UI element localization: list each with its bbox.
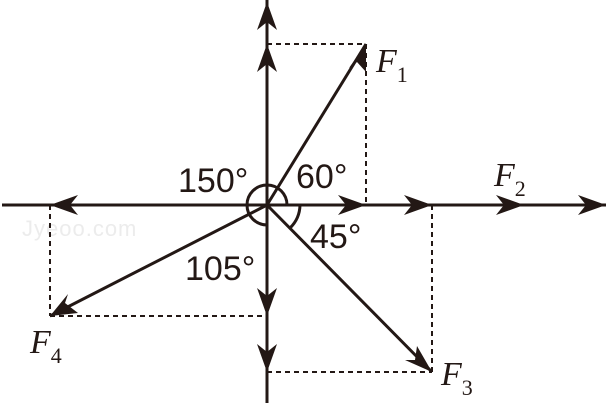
f4-label: F4 [29,324,62,368]
f1-vector [265,43,368,206]
f3-vector [265,203,434,374]
arrowhead-f2 [496,195,524,215]
arrowhead-down-inner [257,288,277,316]
f3-label: F3 [440,356,473,400]
dashed-construction-lines [49,43,433,373]
arrowhead-f1 [349,44,366,72]
angle-label-105: 105° [185,250,255,288]
angle-label-45: 45° [310,218,361,256]
arrowhead-up-outer [257,2,277,30]
f4-vector [49,203,268,318]
f2-label: F2 [493,157,526,201]
angle-label-150: 150° [178,162,248,200]
angle-label-60: 60° [296,158,347,196]
arrowhead-left [50,195,78,215]
watermark: Jyeoo.com [22,216,137,241]
arrowhead-f3 [405,346,432,372]
arrowhead-down-outer [257,344,277,372]
angle-arc-105 [245,204,268,227]
f1-label: F1 [375,43,408,87]
arrowhead-up-inner [257,44,277,72]
arrowhead-right-axis [578,195,606,215]
angle-arc-150 [245,183,268,206]
arrowhead-right-f1x [338,195,366,215]
arrowheads [50,2,606,372]
arrowhead-f4 [50,294,78,316]
arrowhead-right-f3x [404,195,432,215]
angle-arc-60 [266,183,289,206]
angle-arc-45 [288,204,302,230]
